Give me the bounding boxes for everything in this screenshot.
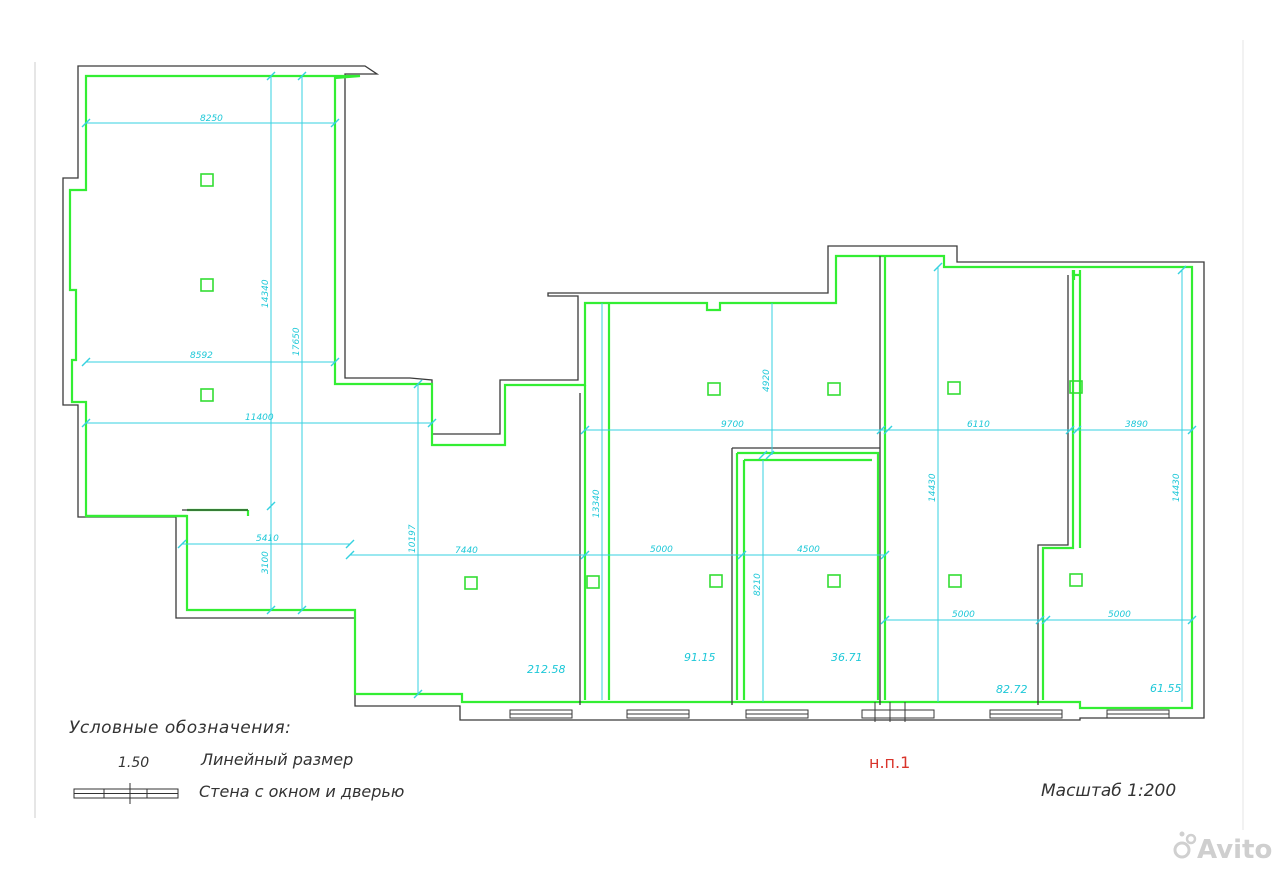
column: [707, 382, 721, 396]
watermark-text: Avito: [1197, 835, 1272, 865]
area-room-5: 61.55: [1150, 682, 1182, 695]
dimension-ticks: [81, 71, 1197, 699]
windows: [509, 702, 1170, 722]
avito-logo-icon: [1173, 841, 1191, 859]
dim-5000-b: 5000: [952, 610, 975, 620]
dim-7440: 7440: [455, 546, 478, 556]
columns: [200, 173, 1083, 590]
area-room-2: 91.15: [684, 651, 716, 664]
dim-5410: 5410: [256, 534, 279, 544]
legend-dimension-sample: 1.50: [118, 755, 149, 771]
unit-label: н.п.1: [869, 753, 910, 772]
dim-5000-c: 5000: [1108, 610, 1131, 620]
column: [1069, 380, 1083, 394]
dim-3890: 3890: [1125, 420, 1148, 430]
dim-5000-a: 5000: [650, 545, 673, 555]
column: [200, 388, 214, 402]
dim-14430-a: 14430: [928, 473, 938, 502]
dim-3100: 3100: [261, 551, 271, 574]
dim-8592: 8592: [190, 351, 213, 361]
dim-8250: 8250: [200, 114, 223, 124]
column: [827, 382, 841, 396]
dim-11400: 11400: [245, 413, 274, 423]
scale-label: Масштаб 1:200: [1041, 781, 1176, 801]
inner-contour: [68, 74, 1194, 710]
column: [586, 575, 600, 589]
door: [861, 709, 935, 719]
column: [200, 278, 214, 292]
column: [827, 574, 841, 588]
partition-walls: [182, 256, 1069, 705]
column: [947, 381, 961, 395]
dim-6110: 6110: [967, 420, 990, 430]
dim-17650: 17650: [292, 327, 302, 356]
avito-watermark: Avito: [1173, 831, 1272, 865]
dim-13340: 13340: [592, 489, 602, 518]
dim-4920: 4920: [762, 369, 772, 392]
column: [200, 173, 214, 187]
dim-14430-b: 14430: [1172, 473, 1182, 502]
legend-wall-label: Стена с окном и дверью: [199, 782, 404, 801]
outer-wall: [62, 65, 1205, 721]
legend-wall-symbol: [73, 783, 179, 804]
dim-9700: 9700: [721, 420, 744, 430]
column: [1069, 573, 1083, 587]
area-room-4: 82.72: [996, 683, 1028, 696]
column: [948, 574, 962, 588]
dim-4500: 4500: [797, 545, 820, 555]
legend-dimension-label: Линейный размер: [200, 750, 353, 769]
column: [464, 576, 478, 590]
dim-10197: 10197: [408, 524, 418, 553]
dimension-lines: [86, 76, 1192, 702]
area-room-3: 36.71: [831, 651, 863, 664]
area-room-1: 212.58: [527, 663, 566, 676]
dim-14340: 14340: [261, 279, 271, 308]
column: [709, 574, 723, 588]
legend-title: Условные обозначения:: [69, 718, 291, 738]
dim-8210: 8210: [753, 573, 763, 596]
